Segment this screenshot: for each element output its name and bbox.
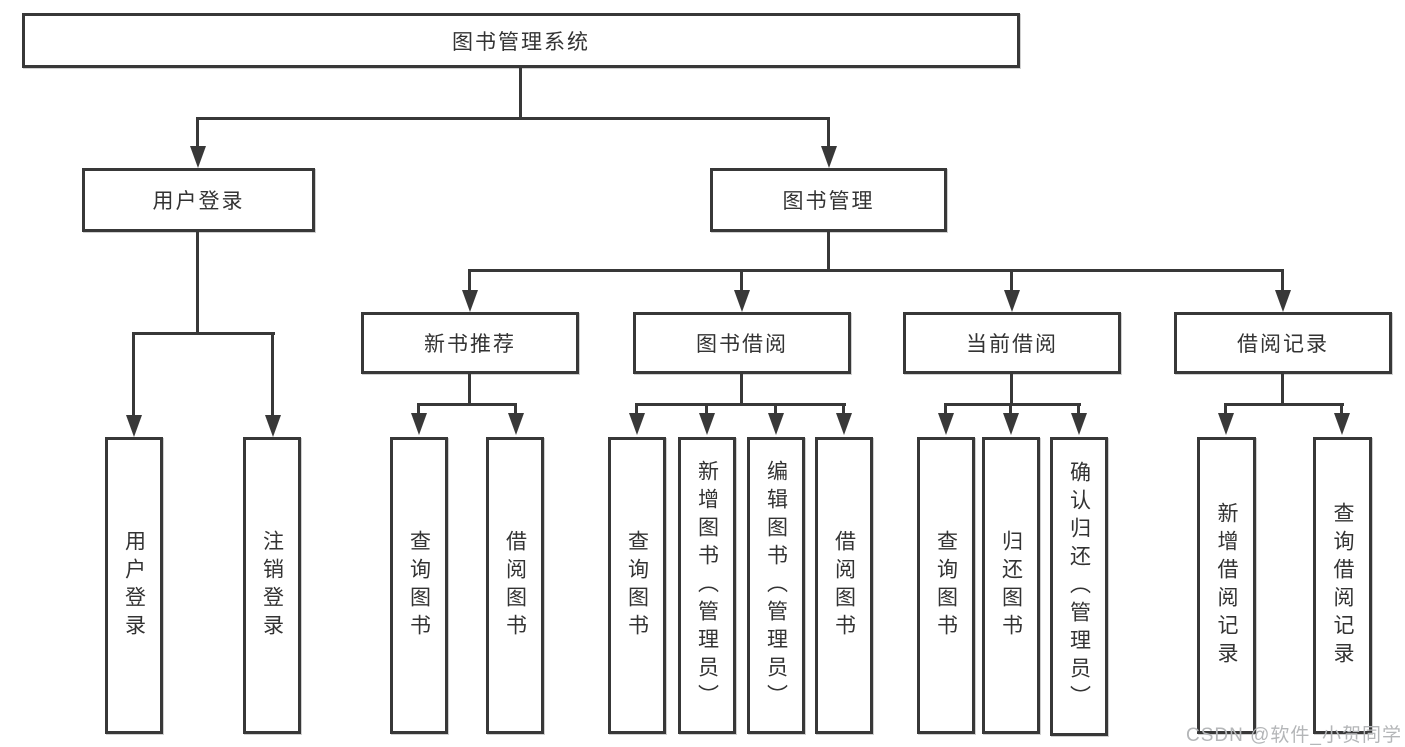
connector-drop — [1340, 405, 1343, 414]
arrow-down-icon — [190, 146, 206, 168]
leaf-query-books-2: 查询图书 — [608, 437, 666, 734]
connector-drop-current-borrow — [1010, 271, 1013, 290]
connector-current-borrow-stem — [1010, 374, 1013, 405]
connector-borrow-records-split — [1224, 403, 1344, 406]
connector-root-stem — [519, 68, 522, 119]
connector-drop — [635, 405, 638, 414]
arrow-down-icon — [1003, 413, 1019, 435]
arrow-down-icon — [126, 415, 142, 437]
arrow-down-icon — [508, 413, 524, 435]
node-current-borrow: 当前借阅 — [903, 312, 1121, 374]
leaf-add-book-admin: 新增图书（管理员） — [678, 437, 736, 734]
leaf-query-books-1: 查询图书 — [390, 437, 448, 734]
node-user-login: 用户登录 — [82, 168, 315, 232]
arrow-down-icon — [734, 290, 750, 312]
connector-borrow-records-stem — [1281, 374, 1284, 405]
leaf-confirm-return-admin: 确认归还（管理员） — [1050, 437, 1108, 736]
connector-book-borrow-split — [635, 403, 846, 406]
leaf-edit-book-admin: 编辑图书（管理员） — [747, 437, 805, 734]
connector-new-book-stem — [468, 374, 471, 405]
connector-drop — [417, 405, 420, 414]
node-book-management: 图书管理 — [710, 168, 947, 232]
node-library-management-system: 图书管理系统 — [22, 13, 1020, 68]
arrow-down-icon — [1071, 413, 1087, 435]
arrow-down-icon — [411, 413, 427, 435]
connector-drop — [705, 405, 708, 414]
connector-drop — [1077, 405, 1080, 414]
leaf-borrow-books-1: 借阅图书 — [486, 437, 544, 734]
connector-drop — [1224, 405, 1227, 414]
connector-new-book-split — [417, 403, 517, 406]
connector-drop-leaf-login — [132, 334, 135, 415]
connector-drop-leaf-logout — [271, 334, 274, 415]
arrow-down-icon — [699, 413, 715, 435]
connector-current-borrow-split — [944, 403, 1081, 406]
leaf-borrow-books-2: 借阅图书 — [815, 437, 873, 734]
leaf-logout: 注销登录 — [243, 437, 301, 734]
connector-root-split — [196, 117, 830, 120]
connector-drop — [514, 405, 517, 414]
arrow-down-icon — [768, 413, 784, 435]
csdn-watermark: CSDN @软件_小贺同学 — [1186, 725, 1402, 746]
arrow-down-icon — [1004, 290, 1020, 312]
node-new-book-recommend: 新书推荐 — [361, 312, 579, 374]
leaf-return-book: 归还图书 — [982, 437, 1040, 734]
arrow-down-icon — [836, 413, 852, 435]
arrow-down-icon — [1218, 413, 1234, 435]
arrow-down-icon — [265, 415, 281, 437]
connector-book-mgmt-split — [468, 269, 1284, 272]
leaf-user-login: 用户登录 — [105, 437, 163, 734]
connector-drop — [842, 405, 845, 414]
arrow-down-icon — [462, 290, 478, 312]
connector-drop-user-login — [196, 119, 199, 146]
leaf-query-books-3: 查询图书 — [917, 437, 975, 734]
connector-drop-book-mgmt — [827, 119, 830, 146]
connector-user-login-stem — [196, 232, 199, 335]
node-book-borrow: 图书借阅 — [633, 312, 851, 374]
connector-drop-new-book — [468, 271, 471, 290]
node-borrow-records: 借阅记录 — [1174, 312, 1392, 374]
leaf-add-borrow-record: 新增借阅记录 — [1197, 437, 1256, 734]
connector-drop-book-borrow — [740, 271, 743, 290]
arrow-down-icon — [1275, 290, 1291, 312]
connector-drop — [1009, 405, 1012, 414]
connector-user-login-split — [132, 332, 275, 335]
arrow-down-icon — [938, 413, 954, 435]
arrow-down-icon — [1334, 413, 1350, 435]
arrow-down-icon — [821, 146, 837, 168]
connector-book-mgmt-stem — [827, 232, 830, 272]
connector-drop — [774, 405, 777, 414]
leaf-query-borrow-record: 查询借阅记录 — [1313, 437, 1372, 734]
connector-book-borrow-stem — [740, 374, 743, 405]
arrow-down-icon — [629, 413, 645, 435]
connector-drop-borrow-records — [1281, 271, 1284, 290]
connector-drop — [944, 405, 947, 414]
